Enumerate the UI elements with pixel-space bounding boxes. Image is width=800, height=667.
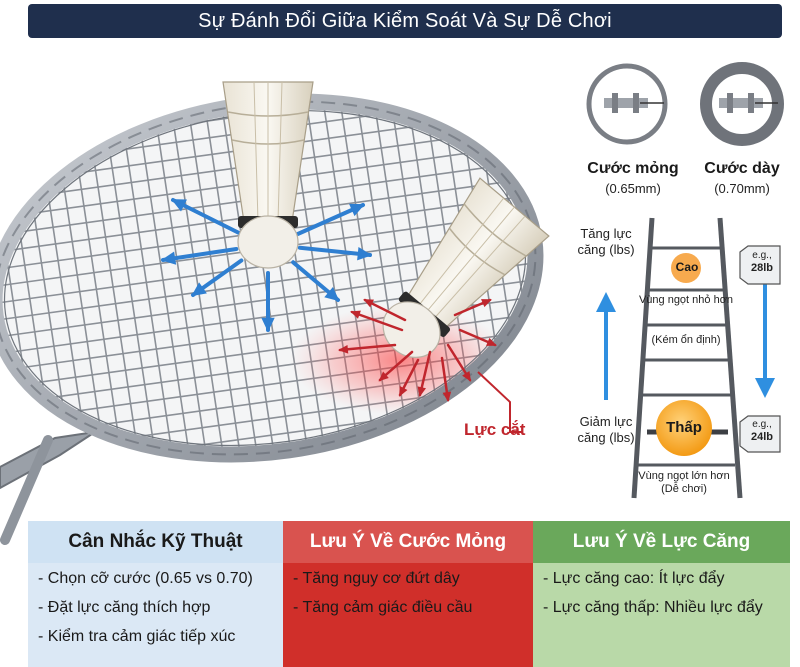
decrease-arrow [755, 280, 775, 398]
high-tag-text: e.g., 28lb [742, 250, 782, 274]
high-tag-value: 28lb [750, 262, 773, 274]
technical-list: - Chọn cỡ cước (0.65 vs 0.70) - Đặt lực … [28, 563, 283, 667]
low-tag-prefix: e.g., [752, 419, 772, 430]
high-value-tag [739, 245, 781, 285]
cut-force-pointer [477, 371, 522, 433]
power-arrows [161, 198, 372, 332]
tension-header: Lưu Ý Về Lực Căng [533, 521, 790, 563]
list-item: - Đặt lực căng thích hợp [38, 599, 211, 616]
high-tension-label: Cao [675, 260, 699, 274]
low-tension-marker [656, 400, 712, 456]
low-tension-label: Thấp [666, 419, 702, 436]
cut-force-arrows [338, 298, 497, 402]
high-tension-marker [671, 253, 701, 283]
decrease-tension-label: Giảm lực căng (lbs) [577, 414, 635, 445]
tension-list: - Lực căng cao: Ít lực đẩy - Lực căng th… [533, 563, 790, 667]
list-item: - Tăng nguy cơ đứt dây [293, 570, 460, 587]
thick-gauge-size: (0.70mm) [714, 181, 770, 196]
large-sweet-spot-label: Vùng ngọt lớn hơn (Dễ chơi) [638, 470, 730, 495]
technical-header: Cân Nhắc Kỹ Thuật [28, 521, 283, 563]
increase-arrow [596, 292, 616, 400]
thin-string-list: - Tăng nguy cơ đứt dây - Tăng cảm giác đ… [283, 563, 533, 667]
thin-gauge-name: Cước mỏng [587, 160, 679, 177]
increase-tension-label: Tăng lực căng (lbs) [577, 226, 635, 257]
thin-gauge-size: (0.65mm) [605, 181, 661, 196]
low-value-tag [739, 415, 781, 453]
small-sweet-spot-label: Vùng ngọt nhỏ hơn [638, 294, 734, 306]
tension-column: Lưu Ý Về Lực Căng - Lực căng cao: Ít lực… [533, 521, 790, 667]
low-tag-value: 24lb [750, 431, 773, 443]
less-stable-note: (Kém ổn định) [651, 334, 721, 346]
low-tag-text: e.g., 24lb [742, 419, 782, 443]
gauge-thin-icon [586, 63, 668, 145]
considerations-table: Cân Nhắc Kỹ Thuật - Chọn cỡ cước (0.65 v… [28, 521, 790, 667]
gauge-thick-icon [700, 62, 784, 146]
high-tag-prefix: e.g., [752, 250, 772, 261]
technical-column: Cân Nhắc Kỹ Thuật - Chọn cỡ cước (0.65 v… [28, 521, 283, 667]
racket-shaft [0, 431, 96, 545]
list-item: - Chọn cỡ cước (0.65 vs 0.70) [38, 570, 253, 587]
list-item: - Tăng cảm giác điều cầu [293, 599, 473, 616]
thin-string-header: Lưu Ý Về Cước Mỏng [283, 521, 533, 563]
cut-force-label: Lực cắt [464, 420, 526, 439]
list-item: - Kiểm tra cảm giác tiếp xúc [38, 628, 236, 645]
shuttlecock-center [222, 81, 314, 269]
thin-string-column: Lưu Ý Về Cước Mỏng - Tăng nguy cơ đứt dâ… [283, 521, 533, 667]
page-title: Sự Đánh Đổi Giữa Kiểm Soát Và Sự Dễ Chơi [28, 4, 782, 38]
list-item: - Lực căng cao: Ít lực đẩy [543, 570, 725, 587]
list-item: - Lực căng thấp: Nhiều lực đẩy [543, 599, 763, 616]
thick-gauge-name: Cước dày [704, 160, 780, 177]
